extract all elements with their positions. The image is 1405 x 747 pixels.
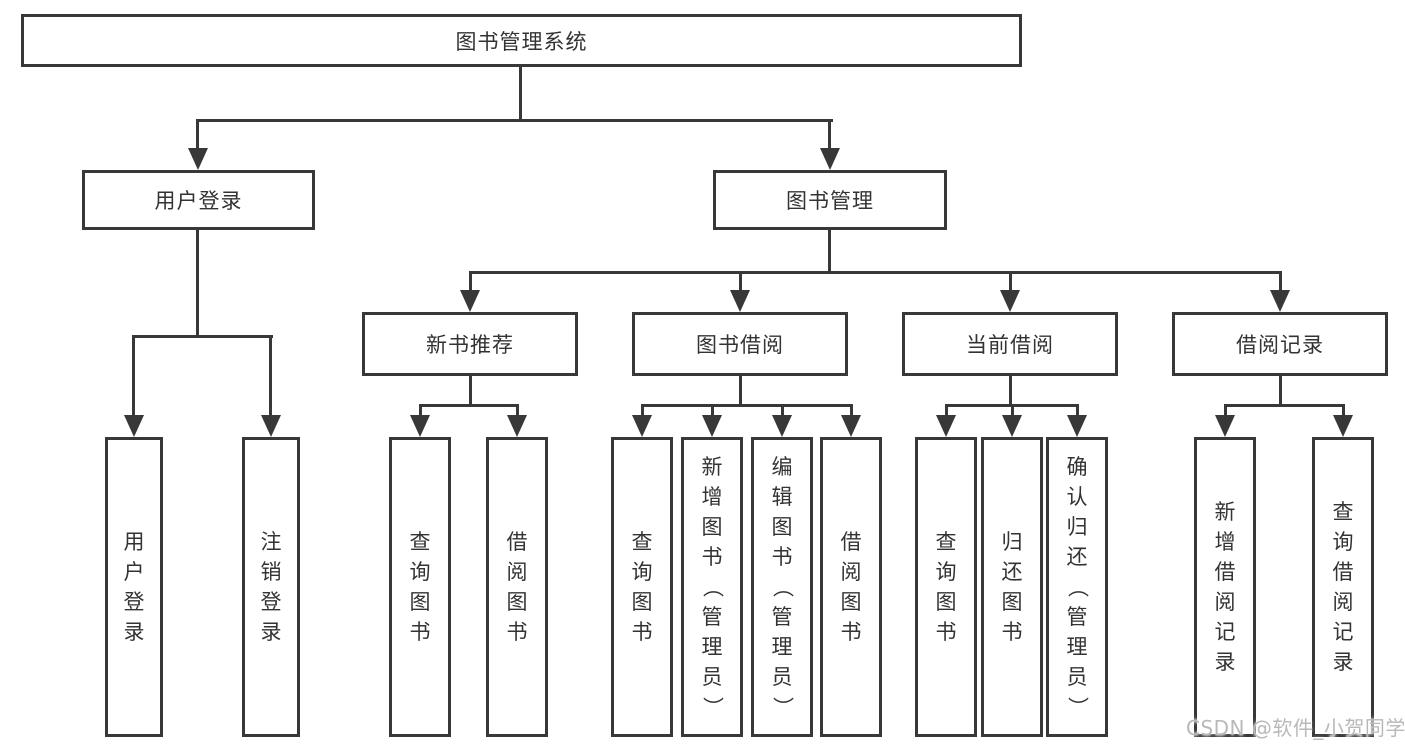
connector-line <box>781 404 784 417</box>
leaf-borrowing-query-books-label: 查询图书 <box>631 530 653 644</box>
connector-line <box>197 119 833 122</box>
arrow-down-icon <box>188 148 208 170</box>
connector-line <box>516 404 519 417</box>
leaf-borrowing-borrow-books-label: 借阅图书 <box>840 530 862 644</box>
connector-line <box>1076 404 1079 417</box>
leaf-logout-label: 注销登录 <box>260 530 282 644</box>
connector-line <box>828 119 831 150</box>
connector-line <box>1224 404 1345 407</box>
leaf-recommend-borrow-books: 借阅图书 <box>486 437 548 737</box>
connector-line <box>1342 404 1345 417</box>
leaf-current-confirm-return-admin: 确认归还（管理员） <box>1046 437 1108 737</box>
connector-line <box>850 404 853 417</box>
arrow-down-icon <box>702 415 722 437</box>
connector-line <box>828 229 831 274</box>
leaf-records-add-record: 新增借阅记录 <box>1194 437 1256 737</box>
connector-line <box>739 271 742 292</box>
connector-line <box>519 66 522 121</box>
leaf-current-query-books: 查询图书 <box>915 437 977 737</box>
arrow-down-icon <box>507 415 527 437</box>
leaf-borrowing-query-books: 查询图书 <box>611 437 673 737</box>
leaf-recommend-borrow-books-label: 借阅图书 <box>506 530 528 644</box>
connector-line <box>1224 404 1227 417</box>
leaf-records-query-record: 查询借阅记录 <box>1312 437 1374 737</box>
leaf-records-query-record-label: 查询借阅记录 <box>1332 500 1354 674</box>
arrow-down-icon <box>124 415 144 437</box>
node-new-book-recommend-label: 新书推荐 <box>426 333 514 357</box>
arrow-down-icon <box>460 290 480 312</box>
leaf-user-login-label: 用户登录 <box>123 530 145 644</box>
watermark: CSDN @软件_小贺同学 <box>1186 716 1405 740</box>
connector-line <box>469 375 472 407</box>
node-book-borrowing: 图书借阅 <box>632 312 848 376</box>
node-library-system-label: 图书管理系统 <box>455 29 588 54</box>
node-current-borrowing-label: 当前借阅 <box>966 333 1054 357</box>
leaf-records-add-record-label: 新增借阅记录 <box>1214 500 1236 674</box>
connector-line <box>196 229 199 338</box>
leaf-recommend-query-books-label: 查询图书 <box>409 530 431 644</box>
node-book-management-label: 图书管理 <box>786 189 874 213</box>
connector-line <box>739 375 742 407</box>
arrow-down-icon <box>841 415 861 437</box>
node-user-login-label: 用户登录 <box>154 189 243 213</box>
arrow-down-icon <box>261 415 281 437</box>
connector-line <box>1009 375 1012 407</box>
node-borrowing-records-label: 借阅记录 <box>1236 333 1324 357</box>
leaf-borrowing-edit-books-admin: 编辑图书（管理员） <box>751 437 813 737</box>
node-book-borrowing-label: 图书借阅 <box>696 333 784 357</box>
connector-line <box>419 404 422 417</box>
connector-line <box>1009 271 1012 292</box>
connector-line <box>469 271 1282 274</box>
node-new-book-recommend: 新书推荐 <box>362 312 578 376</box>
arrow-down-icon <box>1000 290 1020 312</box>
connector-line <box>419 404 519 407</box>
connector-line <box>1011 404 1014 417</box>
connector-line <box>945 404 948 417</box>
arrow-down-icon <box>1333 415 1353 437</box>
arrow-down-icon <box>820 148 840 170</box>
leaf-borrowing-add-books-admin-label: 新增图书（管理员） <box>700 455 724 718</box>
connector-line <box>641 404 853 407</box>
node-current-borrowing: 当前借阅 <box>902 312 1118 376</box>
leaf-current-return-books: 归还图书 <box>981 437 1043 737</box>
connector-line <box>641 404 644 417</box>
leaf-borrowing-edit-books-admin-label: 编辑图书（管理员） <box>770 455 794 718</box>
arrow-down-icon <box>1270 290 1290 312</box>
leaf-current-return-books-label: 归还图书 <box>1001 530 1023 644</box>
arrow-down-icon <box>730 290 750 312</box>
connector-line <box>1279 375 1282 407</box>
leaf-current-query-books-label: 查询图书 <box>935 530 957 644</box>
connector-line <box>133 335 273 338</box>
connector-line <box>711 404 714 417</box>
connector-line <box>196 119 199 150</box>
arrow-down-icon <box>936 415 956 437</box>
leaf-recommend-query-books: 查询图书 <box>389 437 451 737</box>
arrow-down-icon <box>632 415 652 437</box>
node-borrowing-records: 借阅记录 <box>1172 312 1388 376</box>
connector-line <box>1279 271 1282 292</box>
connector-line <box>132 335 135 417</box>
node-user-login: 用户登录 <box>82 170 315 230</box>
leaf-current-confirm-return-admin-label: 确认归还（管理员） <box>1065 455 1089 718</box>
leaf-user-login: 用户登录 <box>105 437 163 737</box>
arrow-down-icon <box>772 415 792 437</box>
leaf-logout: 注销登录 <box>242 437 300 737</box>
connector-line <box>269 335 272 417</box>
arrow-down-icon <box>1002 415 1022 437</box>
arrow-down-icon <box>1067 415 1087 437</box>
connector-line <box>469 271 472 292</box>
arrow-down-icon <box>1215 415 1235 437</box>
node-book-management: 图书管理 <box>713 170 947 230</box>
arrow-down-icon <box>410 415 430 437</box>
node-library-system: 图书管理系统 <box>21 14 1022 67</box>
leaf-borrowing-add-books-admin: 新增图书（管理员） <box>681 437 743 737</box>
leaf-borrowing-borrow-books: 借阅图书 <box>820 437 882 737</box>
